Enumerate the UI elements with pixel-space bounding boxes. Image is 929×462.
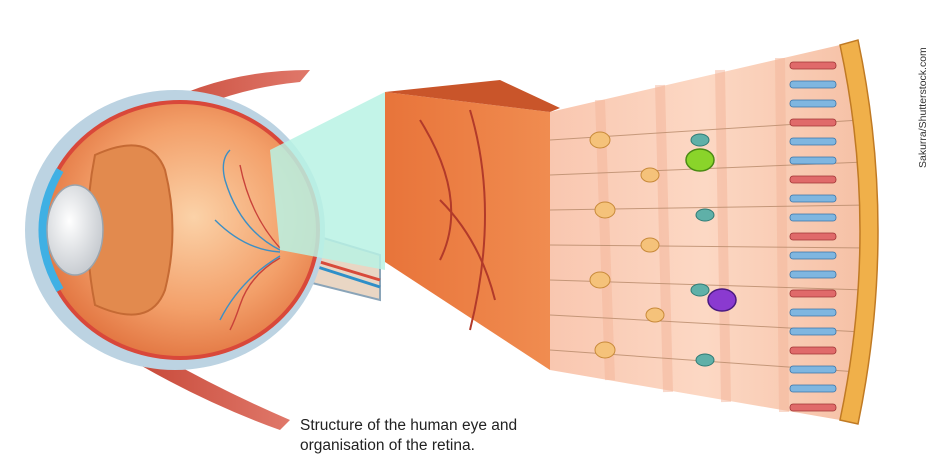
- rod-cell: [790, 100, 836, 107]
- rod-cell: [790, 328, 836, 335]
- rod-cell: [790, 138, 836, 145]
- rod-cell: [790, 81, 836, 88]
- cone-cell: [790, 233, 836, 240]
- lens: [47, 185, 103, 275]
- rod-cell: [790, 252, 836, 259]
- purple-cell: [708, 289, 736, 311]
- rod-cell: [790, 385, 836, 392]
- cone-cell: [790, 347, 836, 354]
- cone-cell: [790, 404, 836, 411]
- credit-label: Sakurra/Shutterstock.com: [917, 47, 929, 168]
- cone-cell: [790, 176, 836, 183]
- caption-line-1: Structure of the human eye and: [300, 416, 600, 436]
- rod-cell: [790, 366, 836, 373]
- magnify-beam: [270, 92, 385, 270]
- caption: Structure of the human eye and organisat…: [300, 416, 600, 456]
- credit-text: Sakurra/Shutterstock.com: [905, 8, 921, 168]
- retina-block-face: [385, 92, 550, 370]
- cone-cell: [790, 119, 836, 126]
- rod-cell: [790, 271, 836, 278]
- green-cell: [686, 149, 714, 171]
- cone-cell: [790, 290, 836, 297]
- rod-cell: [790, 157, 836, 164]
- rod-cell: [790, 309, 836, 316]
- rod-cell: [790, 214, 836, 221]
- caption-line-2: organisation of the retina.: [300, 436, 600, 456]
- cone-cell: [790, 62, 836, 69]
- rod-cell: [790, 195, 836, 202]
